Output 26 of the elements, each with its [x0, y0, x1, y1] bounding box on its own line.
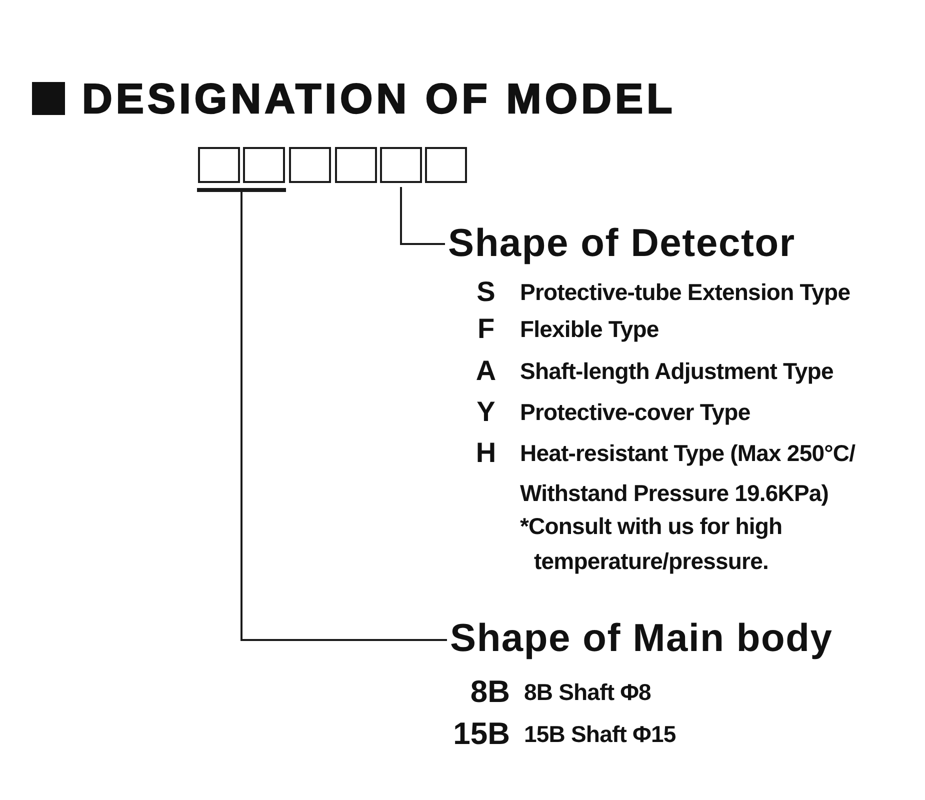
code-letter: 15B	[452, 716, 510, 752]
code-placeholder-box	[335, 147, 377, 183]
code-placeholder-box	[380, 147, 422, 183]
code-placeholder-box	[425, 147, 467, 183]
code-description: Protective-cover Type	[520, 398, 750, 426]
code-description: Protective-tube Extension Type	[520, 278, 850, 306]
code-letter: S	[476, 276, 496, 308]
code-description: 8B Shaft Φ8	[524, 678, 651, 706]
code-placeholder-box	[243, 147, 285, 183]
section-heading: Shape of Main body	[450, 617, 833, 663]
code-letter: 8B	[469, 674, 510, 710]
code-description: Heat-resistant Type (Max 250°C/ Withstand Pressure 19.6KPa)	[520, 439, 856, 508]
code-letter: Y	[476, 396, 496, 428]
leader-line	[400, 187, 445, 245]
section-heading: Shape of Detector	[448, 222, 796, 266]
code-placeholder-box	[289, 147, 331, 183]
code-letter: H	[474, 437, 498, 469]
code-description: Flexible Type	[520, 315, 659, 343]
code-description: 15B Shaft Φ15	[524, 720, 676, 748]
code-letter: A	[474, 355, 498, 387]
code-letter: F	[476, 313, 496, 345]
note-text: *Consult with us for high temperature/pressure.	[520, 512, 784, 576]
code-description: Shaft-length Adjustment Type	[520, 357, 834, 385]
code-placeholder-box	[198, 147, 240, 183]
leader-line	[197, 188, 448, 641]
diagram-title: DESIGNATION OF MODEL	[82, 78, 676, 120]
